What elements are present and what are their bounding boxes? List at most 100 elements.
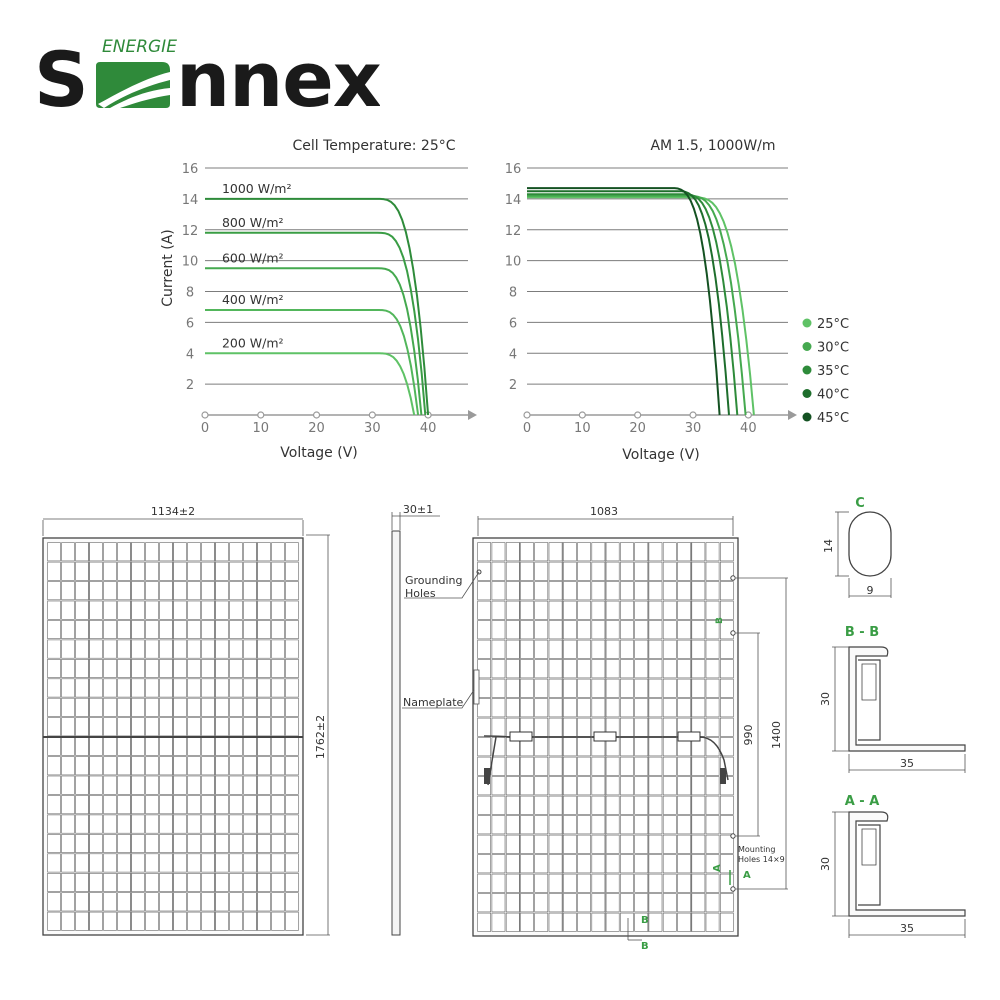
cell: [520, 873, 534, 893]
cell: [103, 542, 117, 562]
cell: [243, 853, 257, 873]
cell: [620, 620, 634, 640]
cell: [577, 678, 591, 698]
cell: [117, 581, 131, 601]
cell: [662, 893, 677, 913]
cell: [705, 639, 720, 659]
cell: [648, 678, 663, 698]
cell: [677, 717, 691, 737]
cell: [548, 581, 563, 601]
cell: [605, 893, 620, 913]
cell: [243, 911, 257, 931]
cell: [691, 737, 706, 757]
cell: [648, 815, 663, 835]
section-a-marker-right: A: [743, 870, 751, 881]
cell: [229, 775, 243, 795]
cell: [257, 639, 271, 659]
cell: [285, 658, 299, 678]
x-tick-label: 20: [308, 421, 325, 436]
cell: [61, 542, 75, 562]
cell: [505, 873, 520, 893]
cell: [548, 834, 563, 854]
cell: [229, 620, 243, 640]
cell: [187, 678, 201, 698]
chart-irradiance: Cell Temperature: 25°C Current (A) Volta…: [160, 138, 477, 461]
cell: [61, 561, 75, 581]
cell: [103, 620, 117, 640]
cell: [605, 912, 620, 932]
cell: [505, 834, 520, 854]
cell: [705, 776, 720, 796]
cell: [505, 737, 520, 757]
cell: [117, 542, 131, 562]
cell: [562, 795, 577, 815]
cell: [61, 697, 75, 717]
cell: [719, 854, 734, 874]
cell: [47, 756, 61, 776]
mounting-hole-lower-2: [730, 886, 736, 892]
cell: [591, 912, 606, 932]
cell: [145, 639, 159, 659]
cell: [187, 658, 201, 678]
cell: [662, 815, 677, 835]
cell: [620, 873, 634, 893]
cell: [173, 658, 187, 678]
cell: [677, 561, 691, 581]
cell: [534, 698, 549, 718]
cell: [131, 678, 145, 698]
cell: [131, 892, 145, 912]
cell: [491, 737, 506, 757]
cell: [117, 678, 131, 698]
cell: [691, 717, 706, 737]
cell: [103, 853, 117, 873]
cell: [548, 776, 563, 796]
cell: [719, 912, 734, 932]
cell: [605, 659, 620, 679]
section-b-marker-bottom: B: [641, 941, 649, 952]
cell: [173, 561, 187, 581]
cell: [491, 542, 506, 562]
cell: [243, 814, 257, 834]
x-axis-arrow: [468, 410, 477, 420]
cell: [145, 872, 159, 892]
cell: [271, 872, 285, 892]
section-a-marker-left: A: [712, 864, 723, 872]
cell: [117, 561, 131, 581]
cell: [201, 678, 215, 698]
cell: [131, 658, 145, 678]
cell: [187, 756, 201, 776]
cell: [548, 659, 563, 679]
section-aa-detail: A - A 30 35: [819, 794, 966, 938]
cell: [662, 639, 677, 659]
cell: [648, 873, 663, 893]
cell: [534, 561, 549, 581]
legend-swatch: [802, 389, 812, 398]
y-tick-label: 14: [505, 193, 522, 208]
section-bb-title: B - B: [845, 625, 879, 640]
cell: [201, 639, 215, 659]
cell: [103, 911, 117, 931]
dim-990-label: 990: [742, 725, 755, 746]
back-panel-frame: [472, 537, 739, 937]
cell: [257, 775, 271, 795]
cell: [89, 814, 103, 834]
cell: [229, 872, 243, 892]
cell: [201, 581, 215, 601]
cell: [520, 795, 534, 815]
cell: [520, 561, 534, 581]
cell: [131, 736, 145, 756]
cell: [705, 795, 720, 815]
cell: [145, 717, 159, 737]
cell: [131, 795, 145, 815]
cell: [662, 912, 677, 932]
cell: [634, 756, 649, 776]
legend-swatch: [802, 412, 812, 422]
cell: [61, 581, 75, 601]
cell: [605, 698, 620, 718]
cell: [159, 756, 173, 776]
cell: [648, 756, 663, 776]
cell: [257, 658, 271, 678]
cell: [477, 561, 492, 581]
cell: [89, 581, 103, 601]
cell: [491, 912, 506, 932]
